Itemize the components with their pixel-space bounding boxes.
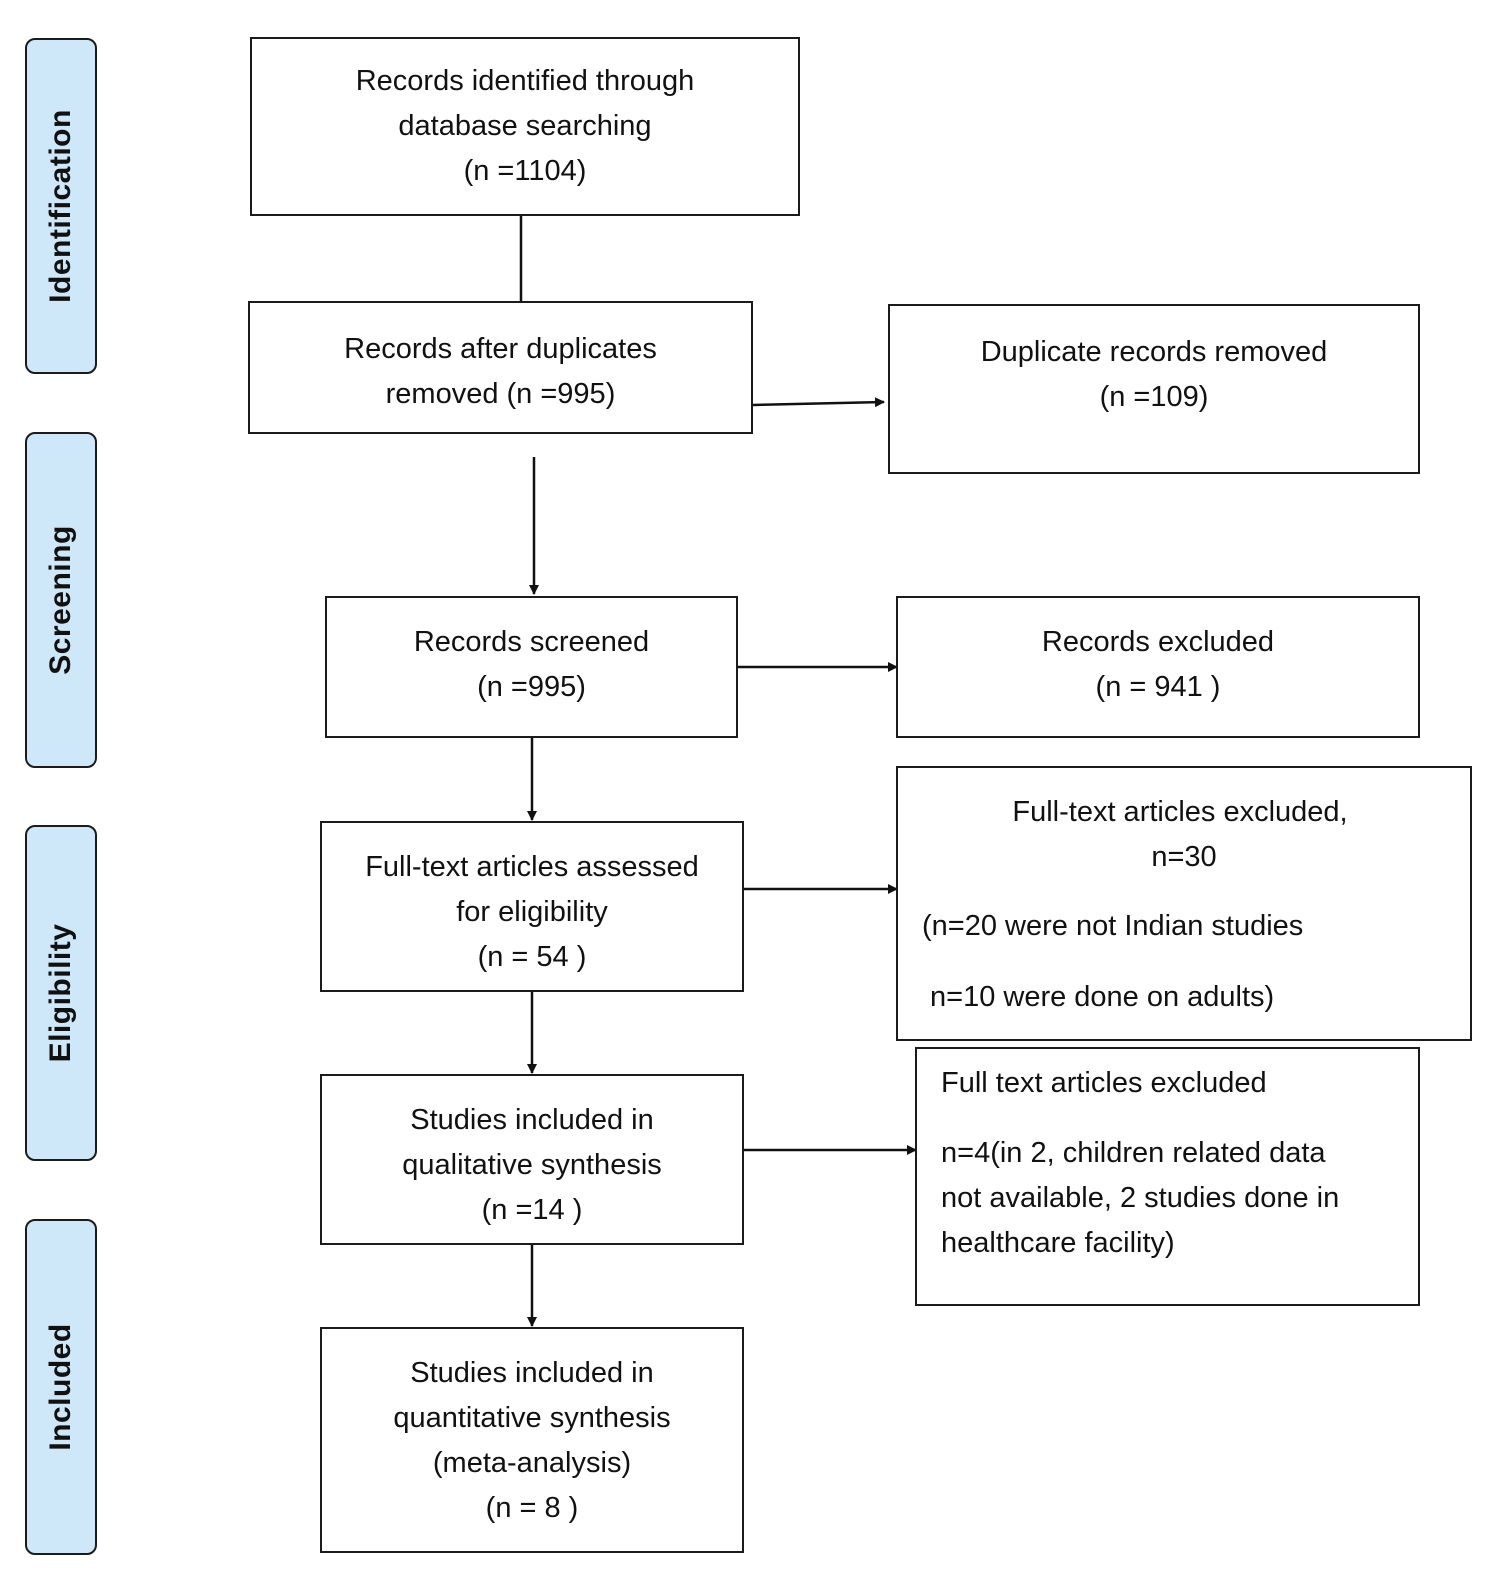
box-fulltext-assessed: Full-text articles assessed for eligibil… — [320, 821, 744, 992]
box-qualitative-synthesis-count: (n =14 ) — [481, 1194, 583, 1226]
box-quantitative-synthesis-line3: (meta-analysis) — [432, 1447, 632, 1479]
box-fulltext-excluded-2-line1: Full text articles excluded — [941, 1067, 1267, 1099]
box-fulltext-assessed-count: (n = 54 ) — [477, 941, 587, 973]
box-qualitative-synthesis: Studies included in qualitative synthesi… — [320, 1074, 744, 1245]
box-fulltext-excluded-reason-1: (n=20 were not Indian studies — [922, 910, 1304, 942]
box-fulltext-excluded-2: Full text articles excluded n=4(in 2, ch… — [915, 1047, 1420, 1306]
box-records-screened-line1: Records screened — [413, 626, 650, 658]
box-duplicate-records-removed-count: (n =109) — [1099, 381, 1209, 413]
stage-screening-label: Screening — [44, 525, 77, 675]
box-records-excluded-count: (n = 941 ) — [1095, 671, 1221, 703]
box-quantitative-synthesis-line1: Studies included in — [410, 1357, 654, 1389]
box-records-after-duplicates-line1: Records after duplicates — [344, 333, 657, 365]
box-fulltext-excluded-2-line2: n=4(in 2, children related data — [941, 1137, 1326, 1169]
box-fulltext-excluded-reason-2: n=10 were done on adults) — [930, 981, 1275, 1013]
box-records-after-duplicates: Records after duplicates removed (n =995… — [248, 301, 753, 434]
box-fulltext-excluded-line1: Full-text articles excluded, — [1012, 796, 1348, 828]
box-records-excluded-line1: Records excluded — [1041, 626, 1275, 658]
box-quantitative-synthesis-count: (n = 8 ) — [485, 1492, 579, 1524]
stage-identification: Identification — [25, 38, 97, 374]
box-records-identified-count: (n =1104) — [463, 155, 587, 187]
box-records-screened: Records screened (n =995) — [325, 596, 738, 738]
box-records-identified-line2: database searching — [398, 110, 652, 142]
box-quantitative-synthesis-line2: quantitative synthesis — [393, 1402, 671, 1434]
stage-eligibility-label: Eligibility — [44, 923, 77, 1063]
box-fulltext-excluded-2-line3: not available, 2 studies done in — [941, 1182, 1340, 1214]
box-records-identified-line1: Records identified through — [355, 65, 695, 97]
box-fulltext-assessed-line2: for eligibility — [456, 896, 608, 928]
box-fulltext-excluded: Full-text articles excluded, n=30 (n=20 … — [896, 766, 1472, 1041]
box-duplicate-records-removed: Duplicate records removed (n =109) — [888, 304, 1420, 474]
box-records-excluded: Records excluded (n = 941 ) — [896, 596, 1420, 738]
box-records-after-duplicates-line2: removed (n =995) — [385, 378, 616, 410]
box-fulltext-assessed-line1: Full-text articles assessed — [365, 851, 699, 883]
stage-included-label: Included — [44, 1323, 77, 1451]
stage-eligibility: Eligibility — [25, 825, 97, 1161]
stage-screening: Screening — [25, 432, 97, 768]
box-qualitative-synthesis-line1: Studies included in — [410, 1104, 654, 1136]
box-records-screened-count: (n =995) — [477, 671, 586, 703]
arrow-after-duplicates-to-duplicates-removed — [751, 397, 885, 408]
box-fulltext-excluded-count: n=30 — [1151, 841, 1217, 873]
box-qualitative-synthesis-line2: qualitative synthesis — [402, 1149, 662, 1181]
box-duplicate-records-removed-line1: Duplicate records removed — [980, 336, 1328, 368]
box-quantitative-synthesis: Studies included in quantitative synthes… — [320, 1327, 744, 1553]
box-records-identified: Records identified through database sear… — [250, 37, 800, 216]
stage-included: Included — [25, 1219, 97, 1555]
stage-identification-label: Identification — [44, 109, 77, 303]
box-fulltext-excluded-2-line4: healthcare facility) — [941, 1227, 1175, 1259]
